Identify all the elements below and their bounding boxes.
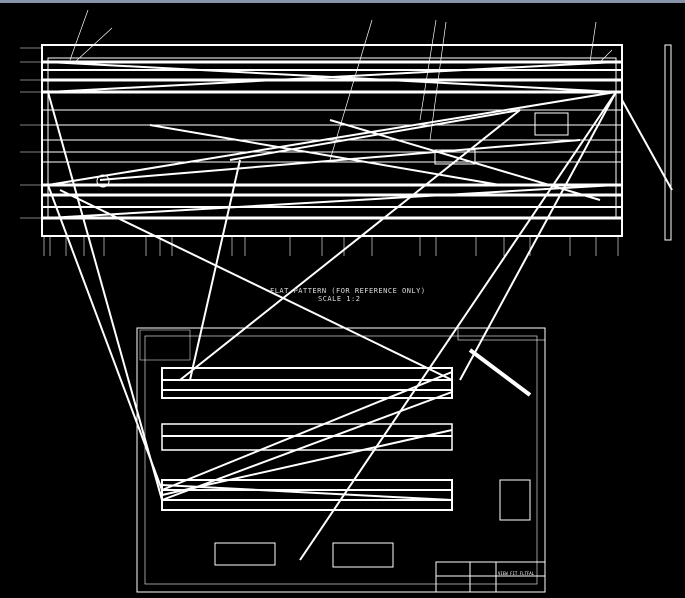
revision-block	[457, 327, 546, 341]
title-block	[435, 561, 546, 593]
flat-pattern-bend-lines	[42, 60, 622, 220]
window-title-bar	[0, 0, 685, 3]
detail-view-left	[214, 542, 276, 566]
flat-pattern-note: FLAT PATTERN (FOR REFERENCE ONLY)	[270, 287, 426, 295]
top-view	[161, 367, 453, 399]
cad-drawing-canvas[interactable]	[0, 3, 685, 598]
detail-view-right	[332, 542, 394, 568]
dimension-ticks	[20, 47, 619, 256]
flat-pattern-diagonals	[47, 61, 673, 381]
leader-lines	[69, 9, 613, 161]
scale-note: SCALE 1:2	[318, 295, 361, 303]
flat-pattern-cutout	[434, 149, 476, 165]
notes-block	[139, 329, 191, 361]
side-view	[664, 44, 672, 241]
sheet-lines	[47, 91, 617, 561]
title-block-title: VIEW FIT FLTFAL	[498, 571, 535, 576]
drawing-sheet-inner-border	[144, 335, 538, 585]
end-view	[499, 479, 531, 521]
flat-pattern-cutout	[534, 112, 569, 136]
flat-pattern-hole	[96, 174, 110, 188]
drawing-sheet-border	[136, 327, 546, 593]
